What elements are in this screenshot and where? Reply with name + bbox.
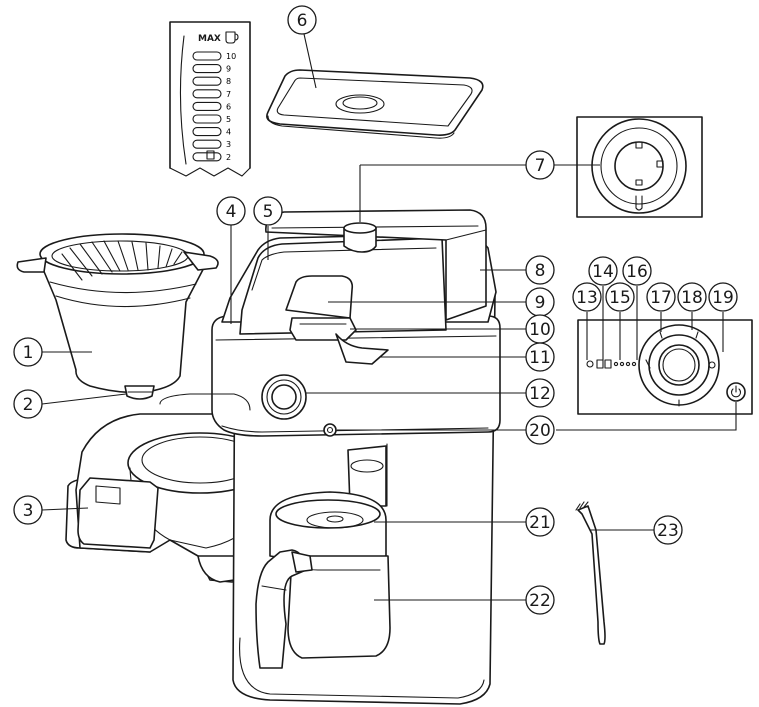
control-dial-knob (261, 374, 307, 420)
callout-number: 21 (529, 513, 551, 533)
callout-7: 7 (525, 150, 555, 180)
setting-icon-bottom (635, 179, 643, 186)
callout-17: 17 (646, 282, 676, 312)
callout-number: 4 (226, 202, 237, 222)
callout-19: 19 (708, 282, 738, 312)
callout-8: 8 (525, 255, 555, 285)
callout-1: 1 (13, 337, 43, 367)
callout-20: 20 (525, 415, 555, 445)
water-scale-mark: 10 (192, 51, 236, 61)
callout-13: 13 (572, 282, 602, 312)
leader-lines (41, 33, 737, 601)
water-scale-mark-label: 3 (226, 140, 231, 149)
setting-icon-top (635, 141, 643, 149)
callout-15: 15 (605, 282, 635, 312)
callout-12: 12 (525, 378, 555, 408)
callout-21: 21 (525, 507, 555, 537)
water-scale-mark: 9 (192, 64, 231, 74)
callout-16: 16 (622, 256, 652, 286)
callout-11: 11 (525, 342, 555, 372)
water-scale-mark-label: 5 (226, 115, 231, 124)
callout-4: 4 (216, 196, 246, 226)
water-scale-mark: 3 (192, 139, 231, 149)
minimum-marker-icon (206, 150, 215, 160)
callout-number: 5 (263, 202, 274, 222)
water-scale-mark-label: 8 (226, 77, 231, 86)
water-scale-mark-label: 4 (226, 128, 231, 137)
carafe-lid (269, 491, 387, 562)
strength-indicator-icon (586, 360, 594, 368)
cups-display (596, 359, 612, 369)
callout-number: 18 (681, 288, 703, 308)
grind-indicator-icon (645, 359, 651, 369)
callout-number: 12 (529, 384, 551, 404)
callout-18: 18 (677, 282, 707, 312)
callout-number: 15 (609, 288, 631, 308)
callout-number: 11 (529, 348, 551, 368)
water-scale-mark: 8 (192, 76, 231, 86)
strength-dots (613, 361, 637, 367)
callout-number: 20 (529, 421, 551, 441)
callout-number: 22 (529, 591, 551, 611)
callout-10: 10 (525, 314, 555, 344)
callout-number: 3 (23, 501, 34, 521)
callout-2: 2 (13, 389, 43, 419)
carafe (255, 549, 391, 669)
callout-number: 14 (592, 262, 614, 282)
bean-hopper-lid (221, 233, 497, 365)
callout-number: 9 (535, 293, 546, 313)
callout-number: 1 (23, 343, 34, 363)
water-scale-mark-label: 9 (226, 65, 231, 74)
callout-3: 3 (13, 495, 43, 525)
dial-outer-ring (638, 324, 720, 406)
callout-number: 7 (535, 156, 546, 176)
water-scale-mark: 5 (192, 114, 231, 124)
water-scale-mark: 4 (192, 127, 231, 137)
dial-control-inset (576, 116, 703, 218)
control-panel-inset (577, 319, 753, 415)
callout-number: 17 (650, 288, 672, 308)
water-scale-max-label: MAX (198, 34, 221, 44)
water-scale-mark-label: 10 (226, 52, 236, 61)
callout-number: 19 (712, 288, 734, 308)
aroma-icon (708, 361, 716, 369)
power-button-icon (726, 382, 746, 402)
water-scale-mark-label: 6 (226, 102, 231, 111)
callout-number: 2 (23, 395, 34, 415)
water-scale-mark-label: 7 (226, 90, 231, 99)
callout-number: 10 (529, 320, 551, 340)
cleaning-brush (575, 501, 606, 645)
water-tank-lid (266, 69, 484, 139)
water-scale-mark: 2 (192, 152, 231, 162)
callout-number: 6 (297, 11, 308, 31)
callout-number: 16 (626, 262, 648, 282)
filter-holder-base (159, 393, 251, 411)
setting-icon-right (656, 160, 664, 168)
callout-number: 8 (535, 261, 546, 281)
cup-icon (225, 31, 239, 44)
water-scale-mark: 7 (192, 89, 231, 99)
callout-number: 13 (576, 288, 598, 308)
callout-22: 22 (525, 585, 555, 615)
callout-number: 23 (657, 521, 679, 541)
dial-button (658, 344, 700, 386)
callout-6: 6 (287, 5, 317, 35)
callout-5: 5 (253, 196, 283, 226)
power-button (323, 423, 337, 437)
water-level-window-inset: MAX 10 9 8 7 6 5 4 3 2 (169, 21, 251, 177)
water-inlet (343, 222, 377, 253)
filter-holder (16, 233, 219, 400)
water-scale-mark-label: 2 (226, 153, 231, 162)
callout-14: 14 (588, 256, 618, 286)
callout-9: 9 (525, 287, 555, 317)
water-scale-mark: 6 (192, 101, 231, 111)
callout-23: 23 (653, 515, 683, 545)
